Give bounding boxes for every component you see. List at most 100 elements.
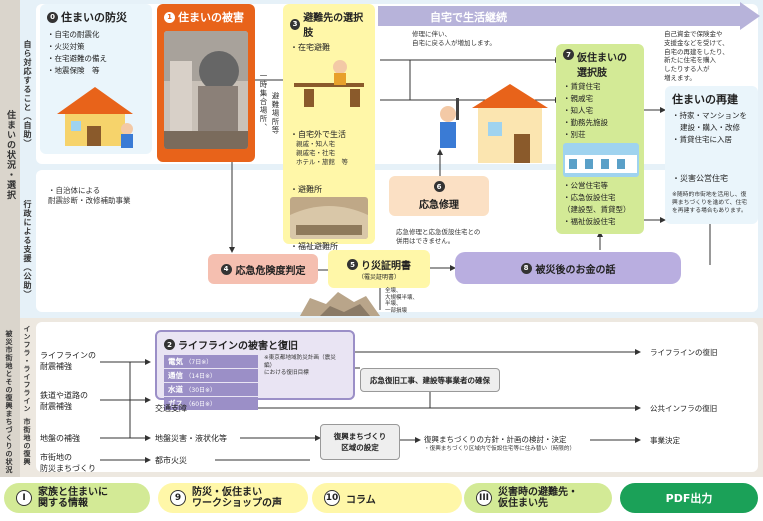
infra-traffic: 交通支障	[155, 404, 187, 413]
infra-project-decision: 事業決定	[650, 436, 680, 445]
side-infra-sub2: 市街地の復興	[23, 418, 31, 466]
card0-item: ・地震保険 等	[47, 66, 100, 75]
infra-recovery-zone: 復興まちづくり 区域の設定	[320, 424, 400, 460]
card5-number: 5	[347, 259, 358, 270]
card7-item2: ・福祉仮設住宅	[563, 217, 616, 226]
infra-city-fire: 都市火災	[155, 456, 187, 465]
card1-number: 1	[164, 11, 175, 23]
infra-city-disaster: 市街地の 防災まちづくり	[40, 453, 96, 473]
temp-housing-photo	[563, 143, 639, 177]
evac-label-2: 避難場所等	[271, 92, 280, 135]
rebuild-note: ※随時的市街地を活用し、復興まちづくりを進めて、住宅を再建する場合もあります。	[672, 192, 748, 214]
damage-photo	[164, 31, 248, 149]
card-risk-assessment[interactable]: 4 応急危険度判定	[208, 254, 318, 284]
card2-number: 2	[164, 339, 175, 350]
side-infra-label: 被災市街地とその復興まちづくりの状況	[5, 330, 13, 474]
card6-title: 応急修理	[419, 200, 459, 211]
card8-number: 8	[520, 262, 532, 274]
note-self-funds: 自己資金で保険金や 支援金などを受けて、 自宅の再建をしたり、 新たに住宅を購入…	[664, 30, 729, 82]
evac-label-1: 一時集合場所、	[259, 72, 268, 132]
card7-title: 仮住まいの 選択肢	[577, 53, 627, 79]
certificate-levels: 全壊、 大規模半壊、 半壊、 一部損壊	[385, 288, 419, 314]
card-emergency-repair[interactable]: 6 応急修理	[389, 176, 489, 216]
card3-number: 3	[290, 18, 301, 30]
card7-item2: ・公営住宅等	[563, 181, 608, 190]
rubble-illustration	[300, 292, 380, 316]
button-icon: III	[476, 490, 492, 506]
side-infra-sub1: インフラ・ライフライン	[23, 325, 31, 413]
infra-railroad-reinforce: 鉄道や道路の 耐震補強	[40, 391, 88, 411]
card-housing-rebuild[interactable]: 住まいの再建 ・持家・マンションを 建設・購入・改修 ・賃貸住宅に入居 ・災害公…	[665, 86, 758, 224]
infra-ground-reinforce: 地盤の補強	[40, 434, 80, 443]
continue-banner-text: 自宅で生活継続	[430, 11, 507, 24]
shelter-photo	[290, 197, 368, 240]
card2-title: ライフラインの被害と復旧	[178, 341, 298, 352]
card3-title: 避難先の選択肢	[303, 13, 364, 39]
house-illustration	[57, 87, 133, 148]
welfare-shelter-label: ・福祉避難所	[290, 242, 338, 252]
rebuild-item: 建設・購入・改修	[680, 123, 740, 132]
infra-lifeline-recovery: ライフラインの復旧	[650, 348, 718, 357]
lifeline-row-telecom: 通信 （14日※）	[164, 369, 258, 382]
button-icon: 9	[170, 490, 186, 506]
card7-number: 7	[563, 49, 574, 60]
continue-arrow-shape	[378, 2, 760, 30]
home-evac-illustration	[294, 60, 364, 107]
card0-item: ・自宅の耐震化	[47, 30, 100, 39]
card0-number: 0	[47, 11, 58, 23]
infra-policy: 復興まちづくりの方針・計画の検討・決定	[424, 435, 567, 444]
card-money-after-disaster[interactable]: 8 被災後のお金の話	[455, 252, 681, 284]
lifeline-note: ※東京都地域防災計画（震災編） における復旧目標	[264, 355, 336, 377]
pdf-export-button[interactable]: PDF出力	[620, 483, 758, 513]
infra-liquefaction: 地盤災害・液状化等	[155, 434, 227, 443]
repair-note: 応急修理と応急仮設住宅との 併用はできません。	[396, 228, 481, 245]
card4-number: 4	[220, 263, 232, 275]
side-gov-label: 行政による支援（公助）	[23, 200, 32, 299]
card7-item: ・別荘	[563, 130, 586, 139]
card7-item: ・親戚宅	[563, 94, 593, 103]
card7-item: ・知人宅	[563, 106, 593, 115]
infra-construction-box: 応急復旧工事、建設等事業者の確保	[360, 368, 500, 392]
rebuild-item: ・賃貸住宅に入居	[672, 135, 732, 144]
card0-item: ・火災対策	[47, 42, 85, 51]
side-self-label: 自ら対応すること（自助）	[23, 40, 32, 148]
button-icon: I	[16, 490, 32, 506]
home-evac-label: ・在宅避難	[290, 43, 330, 52]
side-column	[0, 0, 20, 477]
card1-title: 住まいの被害	[178, 11, 244, 24]
lifeline-row-water: 水道 （30日※）	[164, 383, 258, 396]
card8-title: 被災後のお金の話	[535, 264, 616, 276]
note-return-home: 修理に伴い、 自宅に戻る人が増加します。	[412, 30, 496, 47]
button-icon: 10	[324, 490, 340, 506]
card7-item: ・勤務先施設	[563, 118, 608, 127]
lifeline-row-power: 電気 （7日※）	[164, 355, 258, 368]
lifeline-row-gas: ガス （60日※）	[164, 397, 258, 410]
card6-number: 6	[433, 181, 445, 192]
rebuild-title: 住まいの再建	[672, 93, 738, 106]
rebuild-public-housing: ・災害公営住宅	[672, 174, 728, 183]
repair-illustration	[440, 84, 548, 163]
card0-title: 住まいの防災	[61, 11, 127, 24]
gov-support-note: ・自治体による 耐震診断・改修補助事業	[48, 186, 131, 206]
card7-item: ・賃貸住宅	[563, 82, 601, 91]
card5-sub: （罹災証明書）	[357, 274, 400, 281]
infra-lifeline-reinforce: ライフラインの 耐震補強	[40, 351, 96, 371]
card0-item: ・在宅避難の備え	[47, 54, 107, 63]
side-main-label: 住まいの状況・選択	[5, 110, 15, 200]
infra-policy-note: ・復興まちづくり区域内で仮設住宅等に住み替い（時限的）	[424, 446, 576, 452]
rebuild-item: ・持家・マンションを	[672, 111, 747, 120]
card5-title: り災証明書	[361, 261, 411, 272]
outside-evac-detail: 親戚・知人宅 親戚宅・社宅 ホテル・旅館 等	[296, 140, 348, 166]
card7-item2: （建設型、賃貸型）	[563, 205, 631, 214]
